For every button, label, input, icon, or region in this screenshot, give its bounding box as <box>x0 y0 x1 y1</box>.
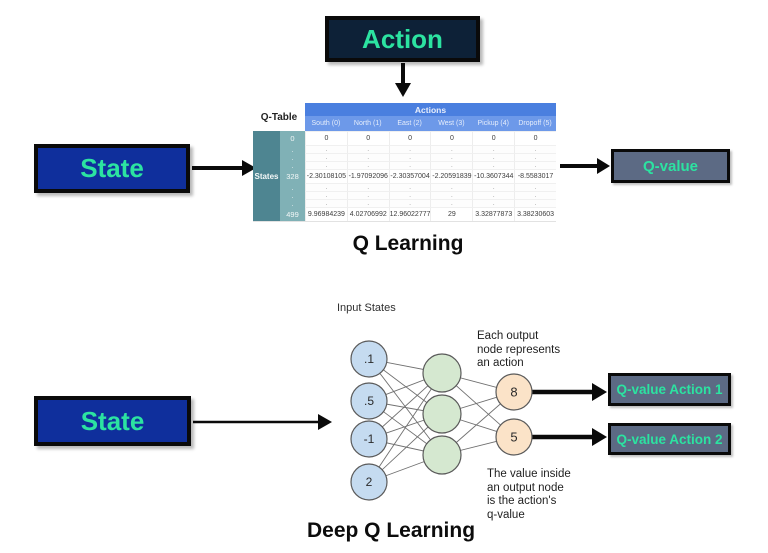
arrow-output1-to-qvalue1 <box>532 383 607 401</box>
hidden-node <box>422 435 462 475</box>
table-cell: 0 <box>472 131 515 145</box>
table-ellipsis-row: . . . . . . . <box>280 145 556 154</box>
input-states-label: Input States <box>337 302 396 314</box>
table-row: 0 0 0 0 0 0 0 <box>280 131 556 145</box>
output-node <box>495 418 533 456</box>
arrow-action-to-qtable <box>395 63 411 97</box>
qtable-states-label: States <box>253 131 280 221</box>
output-annotation: Each output node represents an action <box>477 330 561 370</box>
column-header: West (3) <box>438 120 465 127</box>
column-header: East (2) <box>397 120 422 127</box>
table-cell: 0 <box>388 131 431 145</box>
table-ellipsis-row: . . . . . . . <box>280 153 556 162</box>
input-node <box>350 420 388 458</box>
value-annotation: The value inside an output node is the a… <box>487 468 571 521</box>
qvalue-action2-box: Q-value Action 2 <box>608 423 731 455</box>
table-cell: 12.96022777 <box>388 207 431 221</box>
table-ellipsis-row: . . . . . . . <box>280 161 556 170</box>
q-table: Q-Table Actions South (0) North (1) East… <box>253 103 556 222</box>
column-header: Dropoff (5) <box>518 120 552 127</box>
column-header: South (0) <box>311 120 341 127</box>
table-cell: -1.97092096 <box>346 169 389 183</box>
arrow-state-to-network <box>193 414 332 430</box>
qtable-corner-label: Q-Table <box>253 103 305 131</box>
input-node <box>350 382 388 420</box>
table-cell: -2.30357004 <box>388 169 431 183</box>
state-index: 499 <box>280 207 305 221</box>
table-cell: -2.20591839 <box>430 169 473 183</box>
state-index: 0 <box>280 131 305 145</box>
table-cell: 0 <box>430 131 473 145</box>
table-ellipsis-row: . . . . . . . <box>280 183 556 192</box>
table-cell: -2.30108105 <box>305 169 347 183</box>
table-cell: 29 <box>430 207 473 221</box>
state-box-top: State <box>34 144 190 193</box>
table-cell: -8.5583017 <box>514 169 556 183</box>
output-node <box>495 373 533 411</box>
input-node-value: .5 <box>364 394 374 408</box>
table-cell: 9.96984239 <box>305 207 347 221</box>
input-layer: .1 .5 -1 2 <box>350 340 388 501</box>
table-cell: 3.38230603 <box>514 207 556 221</box>
table-cell: 4.02706992 <box>346 207 389 221</box>
q-learning-title: Q Learning <box>352 232 464 255</box>
state-index: 328 <box>280 169 305 183</box>
input-node <box>350 340 388 378</box>
table-ellipsis-row: . . . . . . . <box>280 191 556 200</box>
table-row: 499 9.96984239 4.02706992 12.96022777 29… <box>280 207 556 221</box>
output-node-value: 8 <box>510 385 517 400</box>
output-layer: 8 5 <box>495 373 533 456</box>
arrow-state-to-qtable <box>192 160 256 176</box>
table-row: 328 -2.30108105 -1.97092096 -2.30357004 … <box>280 169 556 183</box>
state-box-bottom: State <box>34 396 191 446</box>
hidden-layer <box>422 353 462 475</box>
table-cell: 0 <box>514 131 556 145</box>
hidden-node <box>422 394 462 434</box>
qvalue-box: Q-value <box>611 149 730 183</box>
qtable-column-headers: South (0) North (1) East (2) West (3) Pi… <box>305 116 556 131</box>
table-ellipsis-row: . . . . . . . <box>280 199 556 208</box>
qvalue-action1-box: Q-value Action 1 <box>608 373 731 406</box>
input-node-value: .1 <box>364 352 374 366</box>
input-node-value: -1 <box>364 432 375 446</box>
output-node-value: 5 <box>510 430 517 445</box>
table-cell: 3.32877873 <box>472 207 515 221</box>
qtable-actions-header: Actions <box>305 103 556 116</box>
arrow-qtable-to-qvalue <box>560 158 610 174</box>
input-node <box>350 463 388 501</box>
column-header: Pickup (4) <box>477 120 509 127</box>
table-cell: 0 <box>305 131 347 145</box>
column-header: North (1) <box>353 120 382 127</box>
hidden-node <box>422 353 462 393</box>
table-cell: 0 <box>346 131 389 145</box>
action-box: Action <box>325 16 480 62</box>
input-node-value: 2 <box>366 475 373 489</box>
table-cell: -10.3607344 <box>472 169 515 183</box>
arrow-output2-to-qvalue2 <box>532 428 607 446</box>
deep-q-learning-title: Deep Q Learning <box>306 519 476 542</box>
